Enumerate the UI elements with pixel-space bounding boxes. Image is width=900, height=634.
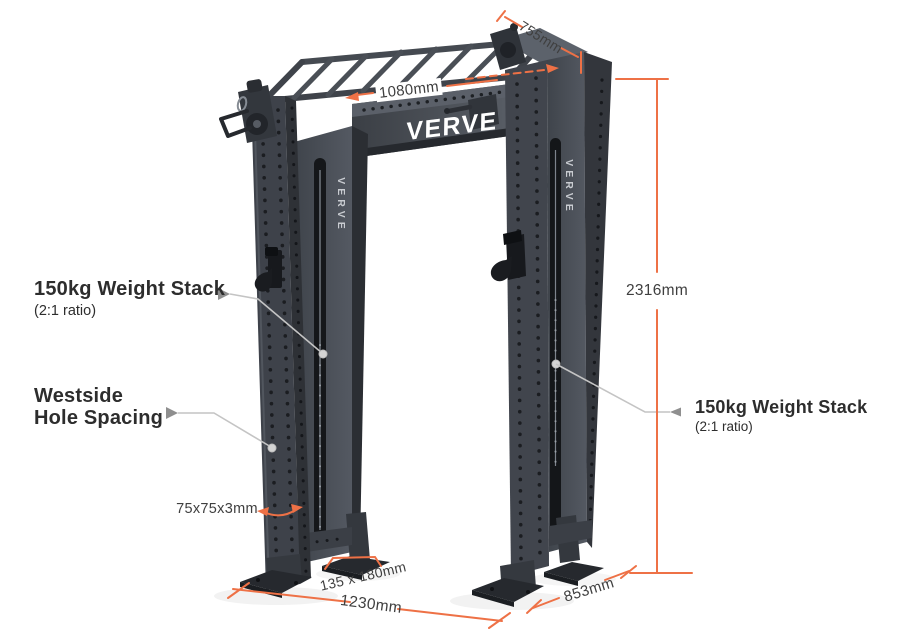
left-j-hook — [254, 247, 282, 292]
cable-handle — [219, 109, 252, 138]
left-rear-foot — [322, 556, 390, 575]
dim-upright-tube: 75x75x3mm — [176, 501, 258, 517]
left-front-foot — [240, 570, 312, 593]
right-rear-foot — [544, 562, 604, 581]
trolley-bracket — [468, 94, 499, 130]
callout-left-stack: 150kg Weight Stack (2:1 ratio) — [34, 278, 226, 319]
left-tower — [219, 79, 390, 598]
right-tower — [472, 23, 612, 607]
dimension-lines — [227, 10, 693, 629]
right-upright — [505, 60, 549, 576]
hole-spacing-line1: Westside — [34, 385, 124, 407]
right-front-foot — [472, 578, 544, 602]
right-pulley-assembly — [490, 23, 526, 70]
right-shroud-logo: VERVE — [563, 159, 575, 215]
leader-lines — [166, 288, 681, 453]
right-leader-arrow — [670, 407, 681, 417]
hole-spacing-line2: Hole Spacing — [34, 406, 164, 429]
left-stack-title: 150kg Weight Stack — [34, 278, 226, 300]
right-stack-subtitle: (2:1 ratio) — [695, 419, 753, 434]
callout-hole-spacing: Westside Hole Spacing — [34, 385, 164, 429]
left-stack-subtitle: (2:1 ratio) — [34, 302, 97, 319]
dim-total-height: 2316mm — [625, 282, 689, 299]
callout-right-stack: 150kg Weight Stack (2:1 ratio) — [695, 397, 867, 434]
westside-leader-arrow — [166, 407, 178, 419]
carabiner — [236, 96, 248, 112]
left-pulley-assembly — [219, 79, 277, 143]
depth-dashed-arrow — [465, 69, 545, 80]
left-leader-arrow — [218, 288, 230, 300]
left-shroud-logo: VERVE — [335, 177, 347, 233]
right-j-hook — [490, 230, 526, 282]
right-stack-title: 150kg Weight Stack — [695, 397, 868, 417]
left-upright — [251, 96, 300, 590]
crossbeam — [352, 84, 510, 158]
